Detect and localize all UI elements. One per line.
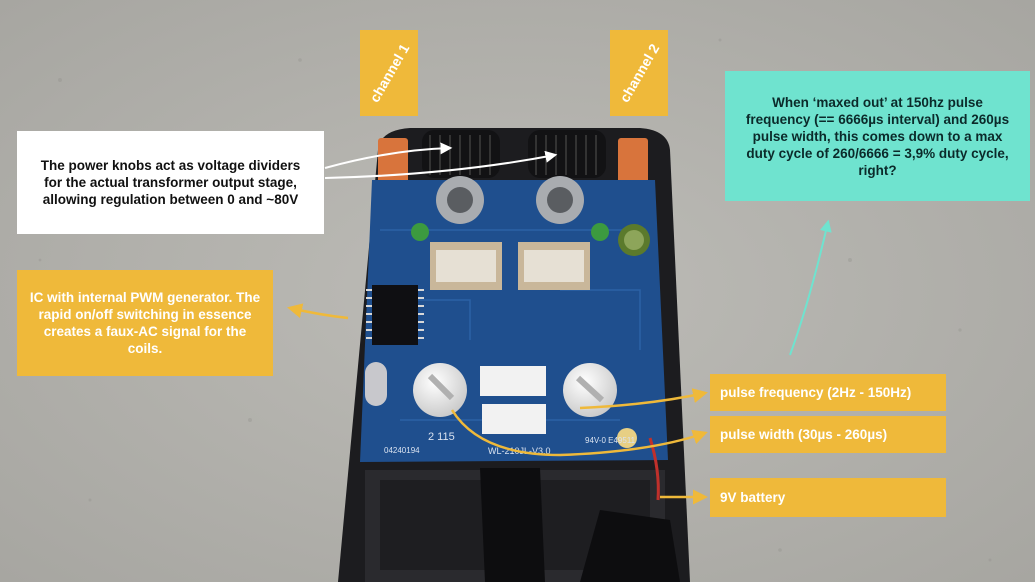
channel-2-label: channel 2 <box>615 41 663 105</box>
battery-connector <box>617 428 637 448</box>
duty-cycle-annotation: When ‘maxed out’ at 150hz pulse frequenc… <box>725 71 1030 201</box>
pulse-frequency-text: pulse frequency (2Hz - 150Hz) <box>720 385 912 400</box>
arrow-duty <box>789 219 832 356</box>
arrow-ic <box>287 303 349 320</box>
arrow-knob-1 <box>324 142 453 169</box>
ic-annotation: IC with internal PWM generator. The rapi… <box>17 270 273 376</box>
arrow-knob-2 <box>324 150 558 179</box>
ic-annotation-text: IC with internal PWM generator. The rapi… <box>29 290 261 356</box>
arrow-width <box>450 409 708 457</box>
channel-2-tag: channel 2 <box>610 30 668 116</box>
battery-strap <box>480 468 545 582</box>
board-marking-cert: 94V-0 E49511 <box>585 436 636 445</box>
board-marking-num: 2 115 <box>428 431 455 443</box>
arrow-frequency <box>579 388 708 410</box>
battery-wire <box>648 437 660 501</box>
led-left <box>411 223 429 241</box>
knobs-annotation: The power knobs act as voltage dividers … <box>17 131 324 234</box>
white-switch-bottom <box>482 404 546 434</box>
battery-annotation: 9V battery <box>710 478 946 517</box>
white-switch-top <box>480 366 546 396</box>
board-marking-code: 04240194 <box>384 446 420 455</box>
channel-1-label: channel 1 <box>365 41 413 105</box>
duty-cycle-annotation-text: When ‘maxed out’ at 150hz pulse frequenc… <box>745 94 1010 178</box>
pwm-ic-chip <box>372 285 418 345</box>
led-right <box>591 223 609 241</box>
channel-1-tag: channel 1 <box>360 30 418 116</box>
knobs-annotation-text: The power knobs act as voltage dividers … <box>40 158 301 207</box>
crystal-oscillator <box>365 362 387 406</box>
pulse-width-annotation: pulse width (30µs - 260µs) <box>710 416 946 453</box>
strap-lower <box>580 510 680 582</box>
pulse-width-text: pulse width (30µs - 260µs) <box>720 427 888 442</box>
pulse-frequency-annotation: pulse frequency (2Hz - 150Hz) <box>710 374 946 411</box>
battery-text: 9V battery <box>720 490 786 505</box>
